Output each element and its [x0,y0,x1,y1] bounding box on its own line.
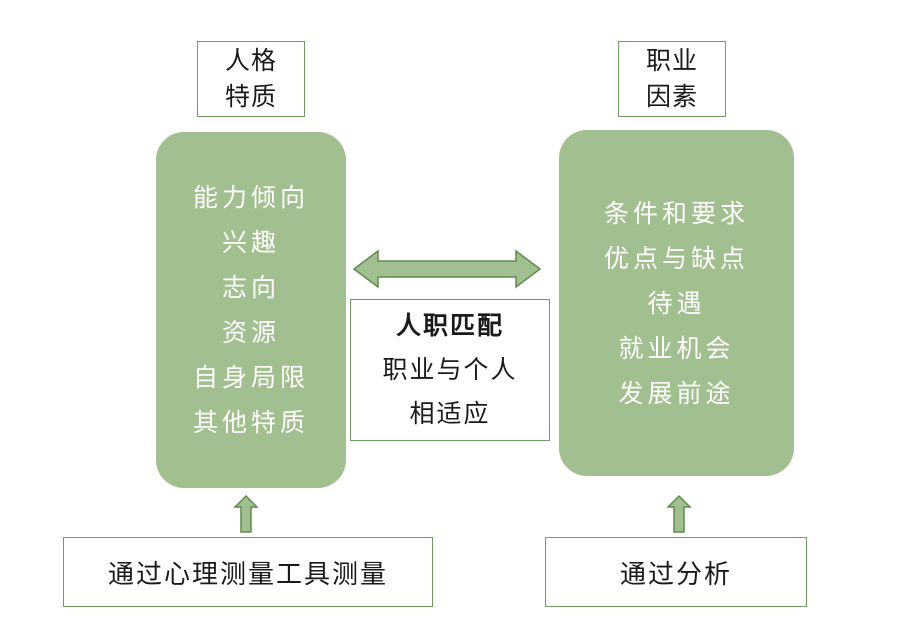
personality-traits-label-line-1: 人格 [224,46,277,75]
occupational-factors-label-line-1: 职业 [645,46,698,75]
analysis-box: 通过分析 [545,537,807,607]
personality-traits-label-line-2: 特质 [224,82,277,111]
occupational-factors-label-line-2: 因素 [645,82,698,111]
trait-item: 志向 [221,273,280,302]
occupational-factors-box: 条件和要求 优点与缺点 待遇 就业机会 发展前途 [559,130,794,476]
factor-item: 就业机会 [618,333,735,363]
factor-item: 发展前途 [618,378,735,408]
occupational-factors-label: 职业 因素 [618,41,726,117]
trait-item: 资源 [221,318,280,347]
personality-traits-label: 人格 特质 [197,41,305,117]
person-job-match-box: 人职匹配 职业与个人 相适应 [350,299,550,441]
up-arrow-left [233,494,259,533]
trait-item: 兴趣 [221,228,280,257]
bidirectional-arrow [352,249,542,289]
factor-item: 待遇 [647,288,706,318]
match-title: 人职匹配 [395,311,504,340]
up-arrow-right [666,494,692,533]
personality-traits-box: 能力倾向 兴趣 志向 资源 自身局限 其他特质 [156,132,346,488]
factor-item: 优点与缺点 [603,243,749,273]
match-line-2: 相适应 [409,399,491,428]
psychometric-measurement-box: 通过心理测量工具测量 [63,537,433,607]
trait-item: 能力倾向 [192,183,309,212]
match-line-1: 职业与个人 [382,355,518,384]
psychometric-measurement-text: 通过心理测量工具测量 [107,559,388,590]
trait-item: 自身局限 [192,363,309,392]
factor-item: 条件和要求 [603,198,749,228]
trait-item: 其他特质 [192,408,309,437]
analysis-text: 通过分析 [619,559,732,590]
